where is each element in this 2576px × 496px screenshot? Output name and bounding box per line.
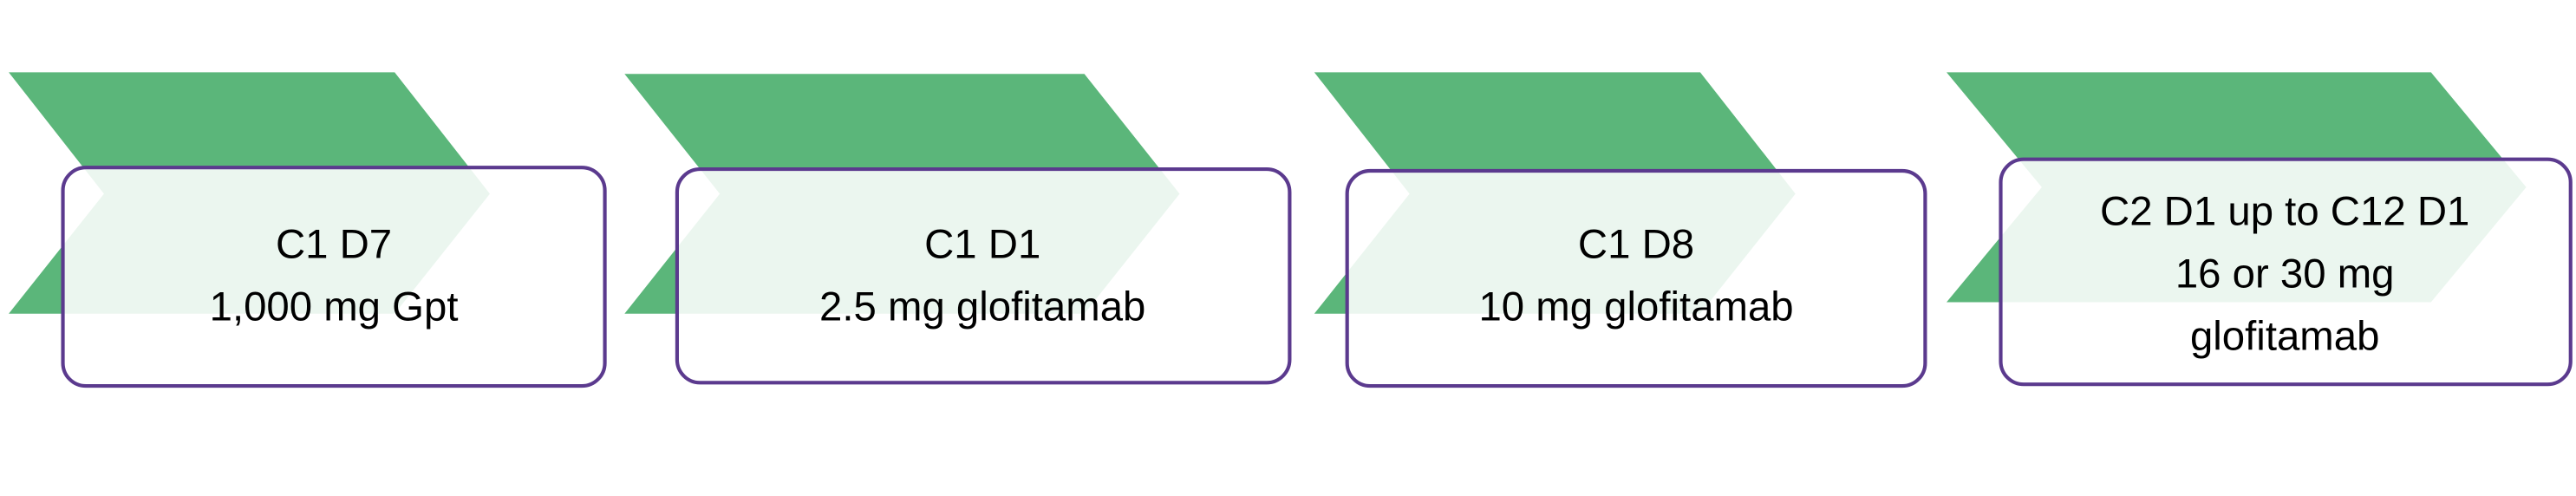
step-box [675, 167, 1292, 385]
step-dose: 16 or 30 mg [2175, 251, 2395, 297]
step-box [1999, 157, 2573, 387]
step-dose: 1,000 mg Gpt [210, 284, 459, 330]
step-label: C1 D1 [924, 221, 1040, 267]
step-2: C1 D1 2.5 mg glofitamab [624, 74, 1292, 385]
step-label: C1 D8 [1578, 221, 1694, 267]
step-3: C1 D8 10 mg glofitamab [1314, 72, 1927, 388]
step-box [1345, 168, 1927, 388]
step-dose: 10 mg glofitamab [1478, 284, 1793, 330]
step-drug: glofitamab [2190, 313, 2379, 359]
step-box [61, 166, 607, 388]
step-1: C1 D7 1,000 mg Gpt [9, 72, 607, 388]
step-dose: 2.5 mg glofitamab [819, 284, 1145, 330]
step-label: C1 D7 [276, 221, 392, 267]
step-label: C2 D1 up to C12 D1 [2100, 188, 2469, 234]
step-4: C2 D1 up to C12 D1 16 or 30 mg glofitama… [1947, 72, 2573, 387]
